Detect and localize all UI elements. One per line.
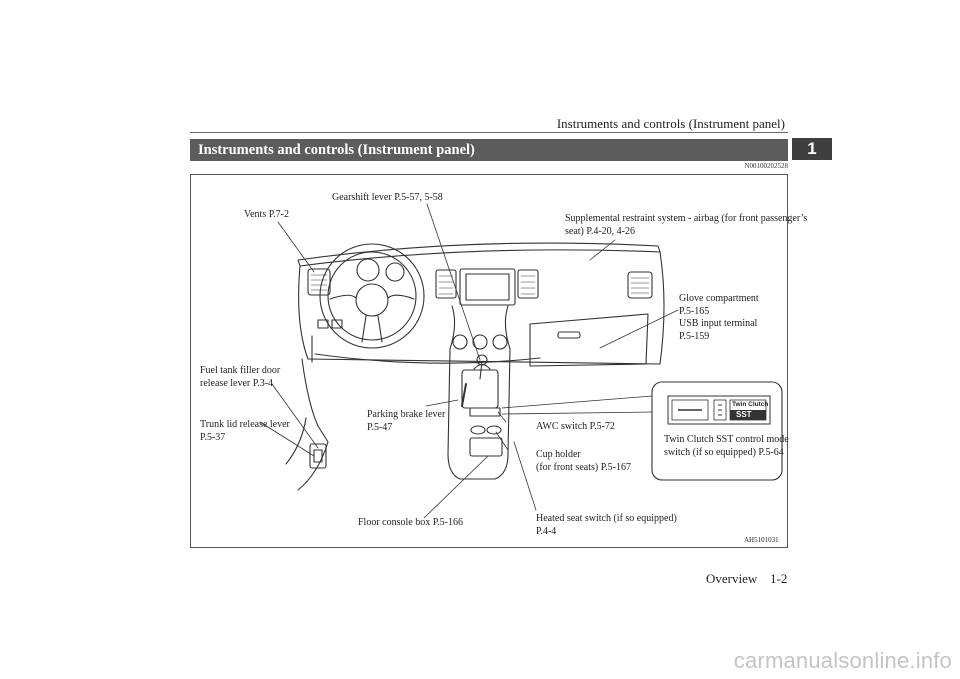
header-rule [190,132,788,133]
switch-brand-text: Twin Clutch [732,401,769,408]
chapter-tab: 1 [792,138,832,160]
callout-glove: Glove compartment P.5-165 USB input term… [679,293,759,342]
callout-gearshift: Gearshift lever P.5-57, 5-58 [332,192,443,203]
callout-vents: Vents P.7-2 [244,209,290,220]
callout-trunk: Trunk lid release lever P.5-37 [200,419,290,443]
page-number: 1-2 [770,571,788,586]
section-title: Instruments and controls (Instrument pan… [190,139,788,161]
running-header: Instruments and controls (Instrument pan… [556,116,785,131]
callout-cup: Cup holder (for front seats) P.5-167 [536,449,631,473]
switch-sst-text: SST [736,410,752,419]
section-code: N00100202528 [744,162,788,170]
callout-fuel: Fuel tank filler door release lever P.3-… [200,365,281,389]
figure-frame [190,174,788,548]
callout-floor-console: Floor console box P.5-166 [358,517,463,528]
callout-twin-clutch: Twin Clutch SST control mode switch (if … [664,434,789,458]
instrument-panel-illustration [259,203,783,519]
callout-parking: Parking brake lever P.5-47 [367,409,446,433]
figure-code: AH5101031 [744,536,779,544]
footer-section-name: Overview [706,571,758,586]
callout-srs: Supplemental restraint system - airbag (… [565,213,808,237]
callout-awc: AWC switch P.5-72 [536,421,615,432]
watermark: carmanualsonline.info [733,648,952,673]
callout-heated-seat: Heated seat switch (if so equipped) P.4-… [536,513,677,537]
